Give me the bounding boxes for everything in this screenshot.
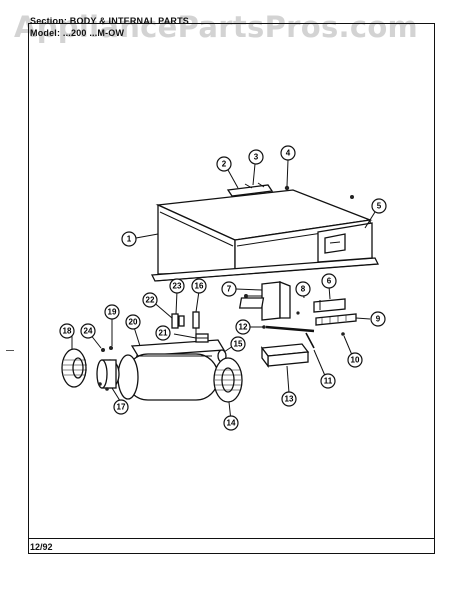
callout-3: 3 bbox=[248, 149, 264, 165]
callout-14-label: 14 bbox=[227, 419, 236, 428]
switch-block bbox=[238, 297, 300, 315]
margin-mark bbox=[6, 350, 14, 351]
callout-4-label: 4 bbox=[286, 149, 291, 158]
callout-19-label: 19 bbox=[108, 308, 117, 317]
strip-screw bbox=[341, 332, 345, 336]
callout-18-label: 18 bbox=[63, 327, 72, 336]
callout-20: 20 bbox=[125, 314, 141, 330]
callout-14: 14 bbox=[223, 415, 239, 431]
callout-13: 13 bbox=[281, 391, 297, 407]
callout-11-label: 11 bbox=[324, 377, 333, 386]
callout-7: 7 bbox=[221, 281, 237, 297]
callout-23-label: 23 bbox=[173, 282, 182, 291]
callout-10-label: 10 bbox=[351, 356, 360, 365]
heating-rod bbox=[262, 325, 315, 333]
date-code: 12/92 bbox=[30, 542, 53, 552]
callout-1: 1 bbox=[121, 231, 137, 247]
motor-screws bbox=[98, 346, 113, 391]
top-screw bbox=[284, 185, 354, 199]
blower-wheel-right bbox=[213, 357, 243, 403]
callout-9: 9 bbox=[370, 311, 386, 327]
callout-12: 12 bbox=[235, 319, 251, 335]
callout-8-label: 8 bbox=[301, 285, 306, 294]
callout-4: 4 bbox=[280, 145, 296, 161]
mount-clip-23 bbox=[171, 313, 185, 329]
blower-motor bbox=[96, 359, 120, 389]
mount-clip-16 bbox=[192, 311, 200, 334]
callout-3-label: 3 bbox=[254, 153, 259, 162]
callout-5-label: 5 bbox=[377, 202, 382, 211]
footer-divider bbox=[28, 538, 435, 539]
callout-5: 5 bbox=[371, 198, 387, 214]
callout-15: 15 bbox=[230, 336, 246, 352]
callout-6-label: 6 bbox=[327, 277, 332, 286]
watermark: AppliancePartsPros.com bbox=[14, 10, 419, 44]
callout-24: 24 bbox=[80, 323, 96, 339]
callout-8: 8 bbox=[295, 281, 311, 297]
callout-16: 16 bbox=[191, 278, 207, 294]
callout-23: 23 bbox=[169, 278, 185, 294]
callout-12-label: 12 bbox=[239, 323, 248, 332]
callout-21-label: 21 bbox=[159, 329, 168, 338]
callout-19: 19 bbox=[104, 304, 120, 320]
vent-bracket bbox=[244, 281, 291, 321]
drip-tray bbox=[260, 343, 310, 368]
link-wire bbox=[305, 332, 315, 349]
callout-13-label: 13 bbox=[285, 395, 294, 404]
callout-2: 2 bbox=[216, 156, 232, 172]
side-bracket bbox=[317, 222, 373, 263]
callout-17: 17 bbox=[113, 399, 129, 415]
blower-wheel-left bbox=[61, 348, 87, 388]
callout-20-label: 20 bbox=[129, 318, 138, 327]
callout-18: 18 bbox=[59, 323, 75, 339]
section-title: Section: BODY & INTERNAL PARTS bbox=[30, 16, 190, 26]
diagram-frame bbox=[28, 23, 435, 554]
callout-9-label: 9 bbox=[376, 315, 381, 324]
callout-21: 21 bbox=[155, 325, 171, 341]
callout-22-label: 22 bbox=[146, 296, 155, 305]
model-title: Model: ...200 ...M-OW bbox=[30, 28, 125, 38]
control-switch bbox=[313, 298, 346, 313]
callout-16-label: 16 bbox=[195, 282, 204, 291]
callout-7-label: 7 bbox=[227, 285, 232, 294]
callout-24-label: 24 bbox=[84, 327, 93, 336]
callout-17-label: 17 bbox=[117, 403, 126, 412]
callout-15-label: 15 bbox=[234, 340, 243, 349]
callout-22: 22 bbox=[142, 292, 158, 308]
callout-10: 10 bbox=[347, 352, 363, 368]
blower-housing bbox=[117, 339, 226, 401]
callout-1-label: 1 bbox=[127, 235, 132, 244]
callout-11: 11 bbox=[320, 373, 336, 389]
top-bracket bbox=[226, 182, 274, 197]
callout-6: 6 bbox=[321, 273, 337, 289]
terminal-strip bbox=[315, 313, 357, 326]
callout-2-label: 2 bbox=[222, 160, 227, 169]
housing-clip bbox=[195, 333, 209, 343]
